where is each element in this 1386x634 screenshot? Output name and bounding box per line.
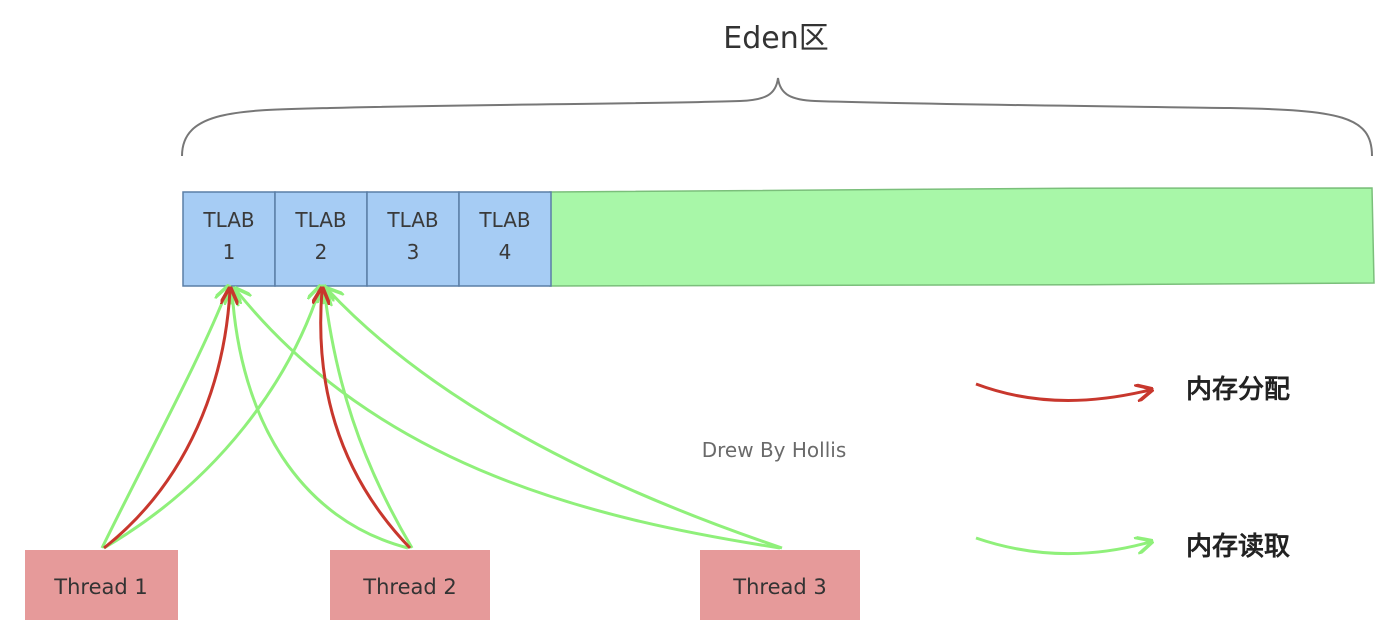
legend-allocate-arrow [975, 382, 1150, 401]
thread-box-2 [330, 550, 490, 620]
read-arrow-t1-tlab1 [100, 288, 228, 549]
eden-free-space [549, 187, 1375, 287]
tlab-number-2: 2 [315, 240, 328, 264]
tlab-number-4: 4 [499, 240, 512, 264]
watermark: Drew By Hollis [702, 438, 846, 462]
thread-box-3 [700, 550, 860, 620]
read-arrow-t2-tlab2 [324, 288, 414, 549]
thread-label-3: Thread 3 [732, 575, 826, 599]
thread-box-1 [25, 550, 178, 620]
tlab-number-3: 3 [407, 240, 420, 264]
tlab-box-2 [274, 191, 368, 287]
read-arrows [100, 288, 783, 550]
legend-read-label: 内存读取 [1186, 532, 1290, 562]
tlab-box-4 [458, 191, 552, 287]
tlab-label-4: TLAB [478, 208, 530, 232]
eden-brace [181, 77, 1373, 157]
tlab-label-1: TLAB [202, 208, 254, 232]
read-arrow-t3-tlab2 [328, 290, 783, 550]
eden-title: Eden区 [723, 21, 828, 56]
tlab-label-3: TLAB [386, 208, 438, 232]
tlab-box-3 [366, 191, 460, 287]
allocate-arrow-t2-tlab2 [321, 290, 412, 550]
legend-read-arrow [975, 538, 1150, 555]
allocate-arrow-t1-tlab1 [103, 290, 230, 550]
legend-allocate-label: 内存分配 [1186, 375, 1290, 405]
allocate-arrows [103, 290, 412, 550]
read-arrow-t3-tlab1 [236, 290, 781, 550]
read-arrow-t2-tlab1 [232, 290, 409, 550]
thread-label-1: Thread 1 [53, 575, 147, 599]
tlab-label-2: TLAB [294, 208, 346, 232]
tlab-number-1: 1 [223, 240, 236, 264]
tlab-box-1 [182, 191, 276, 287]
thread-label-2: Thread 2 [362, 575, 456, 599]
read-arrow-t1-tlab2 [103, 288, 320, 550]
